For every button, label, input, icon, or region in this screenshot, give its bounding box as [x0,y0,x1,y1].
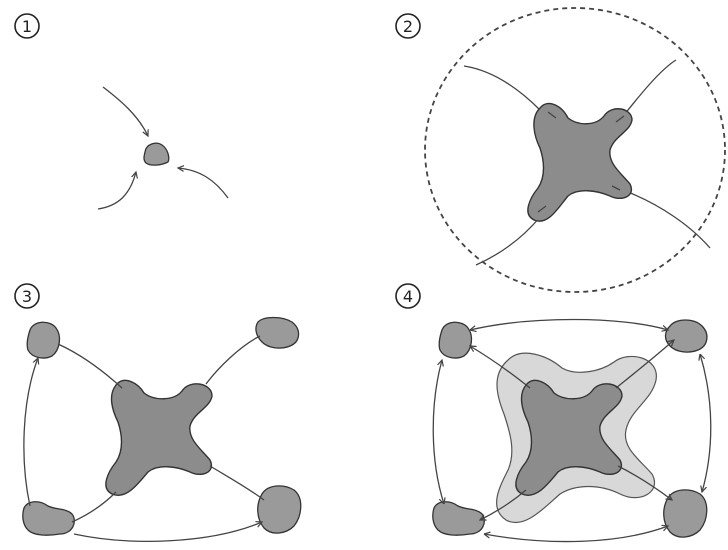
panel-1-number-badge: 1 [15,14,39,38]
panel-3-process-to-top-left [58,344,122,388]
panel-3-central-cell [106,380,212,495]
panel-3-number-badge: 3 [15,284,39,308]
panel-4-number-badge: 4 [396,284,420,308]
panel-1-arrow-right [178,168,228,198]
panel-3-process-to-top-right [206,336,260,384]
panel-2: 2 [396,8,725,292]
panel-3-satellite-top-right [256,318,299,349]
panel-2-number: 2 [403,17,413,36]
panel-3-process-to-bottom-left [72,492,116,522]
panel-4-arrow-right [700,354,711,492]
panel-1-arrow-top [103,87,148,136]
panel-4-arrow-top [470,320,668,331]
panel-2-number-badge: 2 [396,14,420,38]
panel-4-number: 4 [403,287,413,306]
panel-3-satellite-bottom-left [23,502,75,535]
panel-3-arrow-bottom-left-to-top-left [24,358,38,506]
panel-3-arrow-bottom-left-to-bottom-right [74,522,262,541]
panel-2-process-top-right [624,60,676,115]
panel-4-satellite-top-left [439,322,471,358]
panel-3-number: 3 [22,287,32,306]
panel-3-satellite-top-left [27,322,59,358]
panel-1: 1 [15,14,228,209]
panel-4-satellite-top-right [666,320,707,352]
panel-3-process-to-bottom-right [210,466,264,500]
panel-3: 3 [15,284,301,541]
panel-1-arrow-left [98,172,136,209]
panel-4-satellite-bottom-left [433,502,485,535]
panel-4-satellite-bottom-right [664,490,707,537]
panel-4: 4 [396,284,711,542]
panel-2-process-top-left [464,66,540,110]
panel-3-satellite-bottom-right [258,486,301,533]
panel-1-number: 1 [22,17,32,36]
panel-1-cell [144,143,169,165]
panel-4-arrow-left [433,360,444,504]
panel-2-process-bottom-right [628,192,710,248]
panel-4-arrow-bottom [484,526,668,542]
panel-2-process-bottom-left [476,217,540,265]
